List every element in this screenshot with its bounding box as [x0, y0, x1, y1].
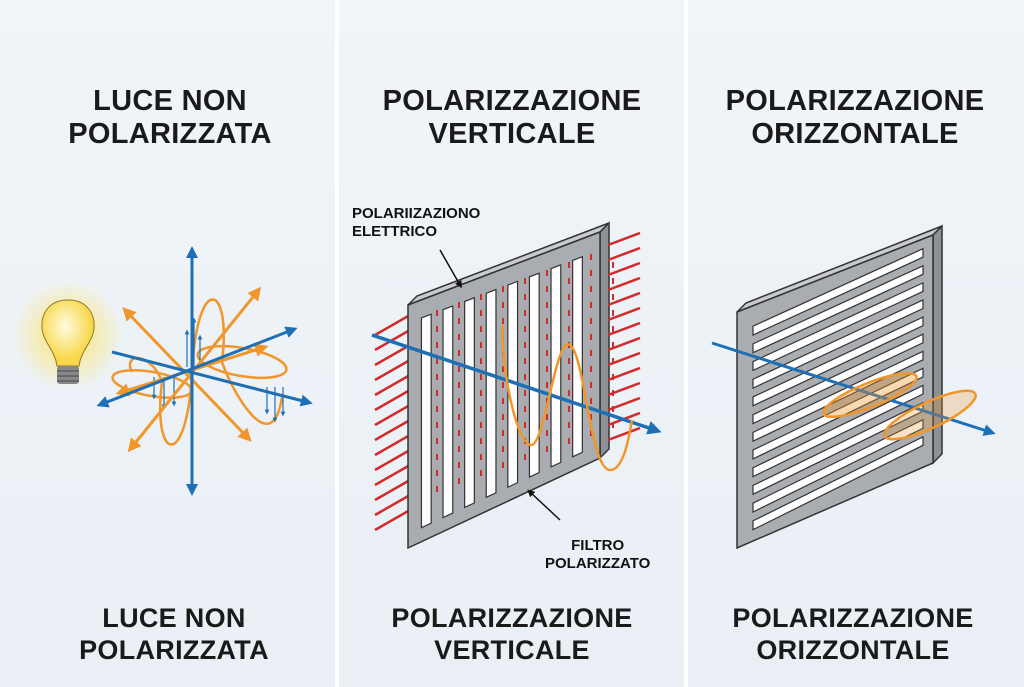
- filter-slat: [752, 299, 924, 390]
- horizontal-wave: [883, 389, 977, 441]
- transmitted-field-line: [607, 291, 641, 307]
- incoming-field-line: [374, 433, 411, 457]
- transmitted-field-line: [607, 231, 641, 247]
- filter-slat: [752, 316, 924, 407]
- filter-slit: [485, 288, 497, 499]
- filter-slat: [752, 281, 924, 372]
- divider: [335, 0, 339, 687]
- transmitted-field-line: [607, 261, 641, 277]
- vertical-wave: [501, 324, 634, 472]
- transmitted-field-line: [607, 276, 641, 292]
- incoming-field-line: [374, 508, 411, 532]
- axis-arrow: [96, 326, 298, 408]
- unpolarized-light-diagram: [13, 246, 313, 496]
- horizontal-wave: [822, 371, 918, 419]
- callout-pointer: [527, 489, 561, 521]
- filter-slat: [752, 247, 924, 336]
- vertical-polarization-diagram: [371, 221, 662, 550]
- transmitted-field-line: [607, 321, 641, 337]
- transmitted-field-line: [607, 306, 641, 322]
- light-bulb-icon: [41, 299, 95, 384]
- filter-slat: [752, 418, 924, 513]
- incoming-field-line: [374, 403, 411, 427]
- incoming-field-line: [374, 358, 411, 382]
- transmitted-field-line: [607, 246, 641, 262]
- filter-side-edge: [599, 221, 610, 460]
- incoming-field-line: [374, 313, 411, 337]
- filter-slat: [752, 333, 924, 425]
- incoming-field-line: [374, 328, 411, 352]
- propagation-arrow: [111, 350, 313, 407]
- incoming-field-line: [374, 343, 411, 367]
- callout-pointer: [439, 249, 462, 289]
- filter-slit: [507, 280, 519, 489]
- filter-slit: [420, 313, 432, 529]
- filter-slat: [752, 264, 924, 354]
- incoming-field-line: [374, 373, 411, 397]
- incoming-field-line: [374, 493, 411, 517]
- filter-slat: [752, 384, 924, 478]
- filter-slat: [752, 367, 924, 460]
- propagation-arrow: [371, 333, 662, 435]
- transmitted-field-line: [607, 426, 641, 442]
- incoming-field-line: [374, 388, 411, 412]
- divider: [684, 0, 688, 687]
- filter-slit: [528, 272, 540, 479]
- incoming-field-line: [374, 418, 411, 442]
- incoming-field-line: [374, 448, 411, 472]
- filter-slat: [752, 435, 924, 531]
- filter-slit: [442, 305, 454, 519]
- incoming-field-line: [374, 478, 411, 502]
- horizontal-polarization-diagram: [711, 224, 996, 550]
- filter-slit: [464, 296, 475, 509]
- propagation-arrow: [711, 341, 996, 436]
- incoming-field-line: [374, 463, 411, 487]
